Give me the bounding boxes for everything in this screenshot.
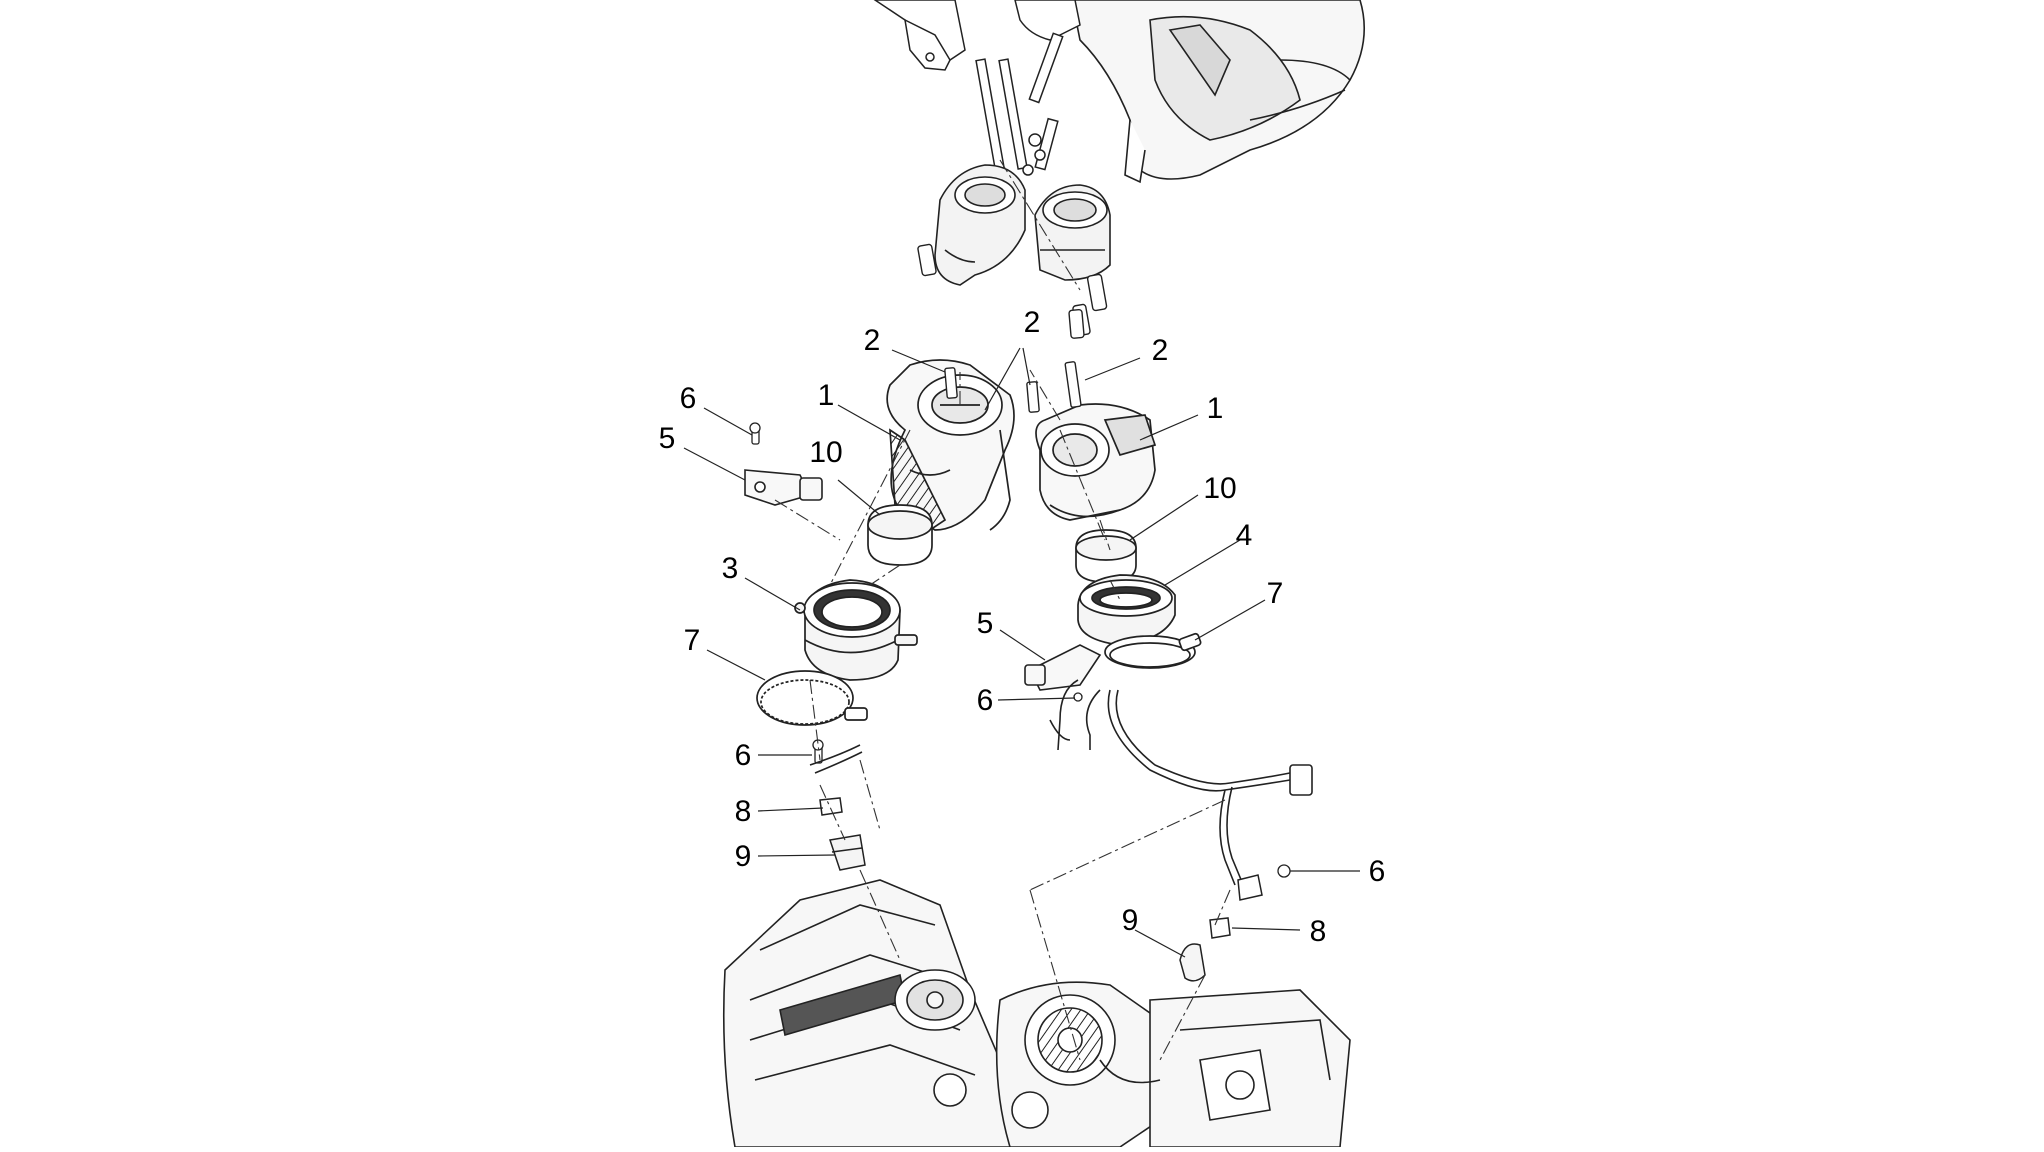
callout-1-right: 1 [1207, 392, 1224, 425]
callout-6-top-left: 6 [680, 382, 697, 415]
callout-5-right: 5 [977, 607, 994, 640]
callout-2-center: 2 [1024, 306, 1041, 339]
intake-manifold-left [934, 164, 1026, 286]
callout-numbers: 2 2 2 1 1 6 5 10 10 4 3 7 7 5 6 6 8 9 6 … [659, 306, 1386, 948]
throttle-body-left [886, 359, 1015, 532]
intake-adapter-left [794, 579, 918, 681]
callout-6-far-right: 6 [1369, 855, 1386, 888]
callout-5-left: 5 [659, 422, 676, 455]
long-bolts [975, 32, 1064, 200]
throttle-body-bolts [944, 361, 1082, 413]
rubber-seal-rings [867, 504, 1137, 583]
wiring-harness [809, 679, 1313, 886]
callout-4: 4 [1236, 519, 1253, 552]
injector-clips [819, 797, 1263, 939]
hose-clamps [756, 632, 1202, 726]
callout-2-left: 2 [864, 324, 881, 357]
manifold-studs [917, 243, 1108, 339]
sensor-screws [749, 422, 1291, 878]
callout-9-left: 9 [735, 840, 752, 873]
callout-2-right: 2 [1152, 334, 1169, 367]
airbox-housing [1071, 0, 1365, 184]
callout-7-right: 7 [1267, 577, 1284, 610]
callout-3: 3 [722, 552, 739, 585]
assembly-centerlines [774, 159, 1231, 1061]
callout-6-lower-left: 6 [735, 739, 752, 772]
callout-10-left: 10 [809, 436, 842, 469]
callout-6-mid-right: 6 [977, 684, 994, 717]
engine-block [722, 879, 1351, 1148]
airbox-bracket-left [873, 0, 1081, 71]
throttle-body-right [1035, 403, 1157, 521]
fuel-injectors [829, 834, 1206, 982]
callout-9-right: 9 [1122, 904, 1139, 937]
callout-leader-lines [683, 347, 1360, 958]
callout-8-right: 8 [1310, 915, 1327, 948]
intake-adapter-right [1077, 574, 1176, 646]
intake-manifold-right [1034, 184, 1111, 281]
callout-8-left: 8 [735, 795, 752, 828]
map-sensors [744, 469, 1102, 691]
callout-1-left: 1 [818, 379, 835, 412]
callout-10-right: 10 [1203, 472, 1236, 505]
callout-7-left: 7 [684, 624, 701, 657]
